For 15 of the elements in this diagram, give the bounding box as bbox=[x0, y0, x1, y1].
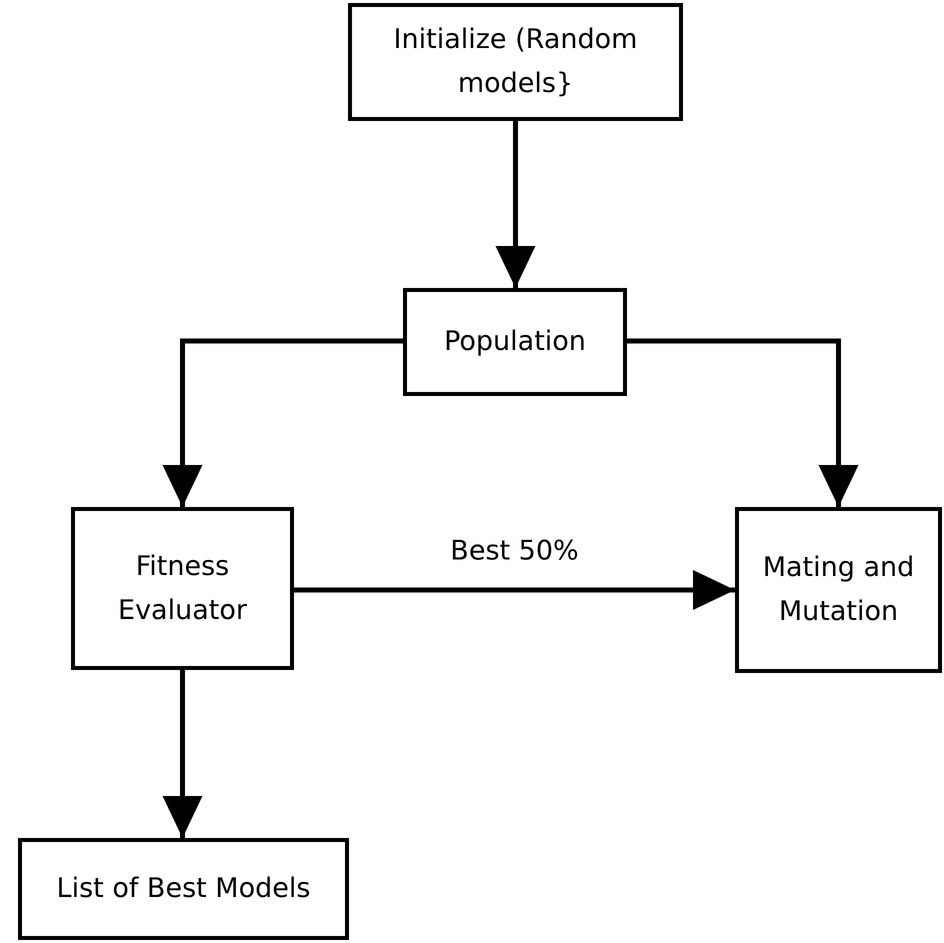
arrow bbox=[496, 121, 536, 288]
arrow bbox=[294, 570, 735, 610]
box-text: Initialize (Random models} bbox=[392, 23, 638, 101]
process-box bbox=[403, 288, 627, 396]
arrow bbox=[162, 338, 403, 507]
box-text: Fitness Evaluator bbox=[117, 550, 248, 628]
process-box bbox=[18, 838, 349, 940]
arrow bbox=[162, 670, 202, 838]
process-box bbox=[71, 507, 294, 670]
box-text: Mating and Mutation bbox=[762, 551, 916, 629]
box-text: List of Best Models bbox=[56, 872, 312, 906]
process-box bbox=[735, 507, 942, 673]
process-box bbox=[348, 3, 683, 121]
box-text: Population bbox=[443, 325, 587, 359]
arrow bbox=[627, 338, 858, 507]
